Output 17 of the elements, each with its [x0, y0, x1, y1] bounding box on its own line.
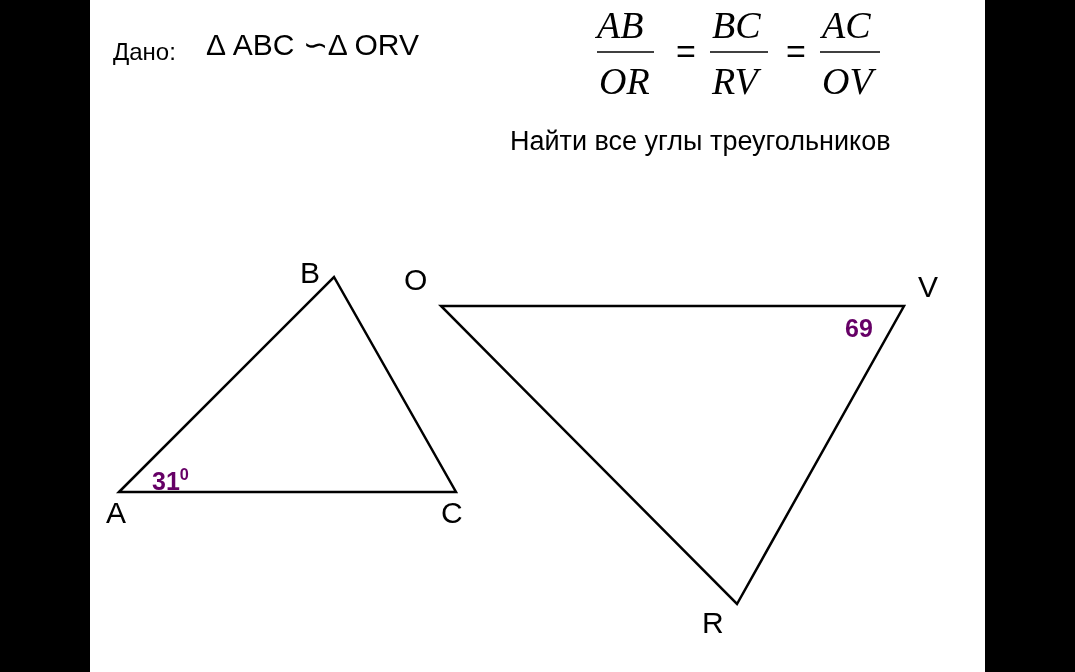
fraction-term: AB [597, 6, 644, 44]
equals-sign: = [786, 34, 806, 68]
vertex-label: R [702, 608, 724, 638]
task-text: Найти все углы треугольников [510, 128, 891, 155]
fraction-term: BC [712, 6, 761, 44]
fraction-term: AC [822, 6, 871, 44]
fraction-term: OR [599, 62, 650, 100]
vertex-label: C [441, 498, 463, 528]
vertex-label: V [918, 272, 938, 302]
vertex-label: O [404, 265, 428, 295]
similarity-statement: Δ ABC ∽Δ ORV [206, 30, 419, 60]
equals-sign: = [676, 34, 696, 68]
vertex-label: B [300, 258, 320, 288]
vertex-label: A [106, 498, 126, 528]
angle-value: 31$^{0}$ [152, 466, 189, 494]
angle-value: 69 [845, 316, 873, 341]
given-label: Дано: [113, 40, 176, 64]
